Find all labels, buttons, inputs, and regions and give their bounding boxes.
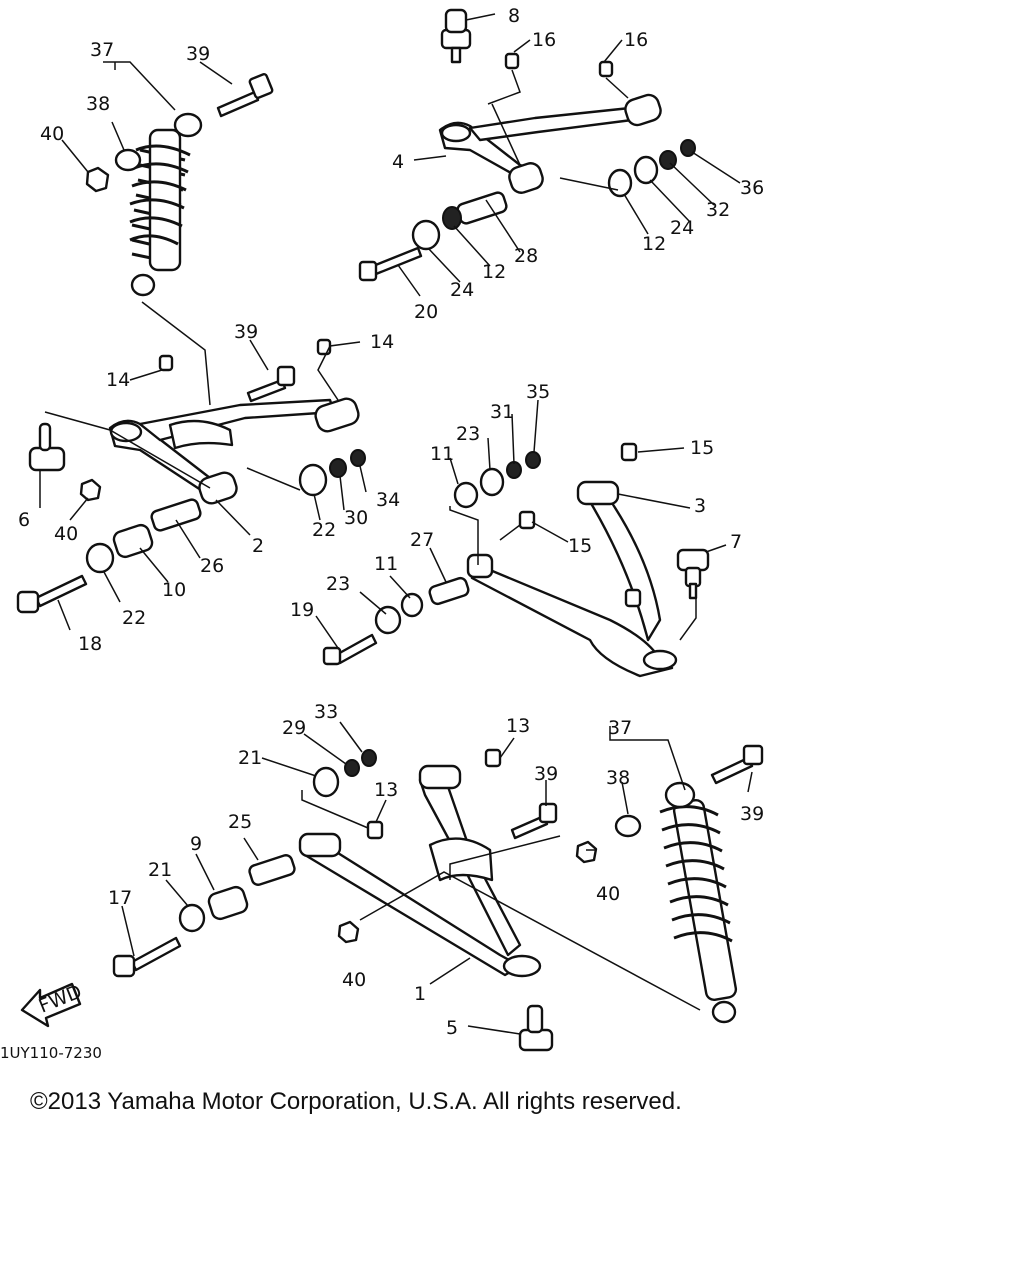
nut-40-upper [85, 166, 110, 193]
callout-35: 35 [526, 381, 550, 403]
ball-joint-8 [440, 8, 472, 64]
callout-13a: 13 [506, 715, 530, 737]
callout-34: 34 [376, 489, 400, 511]
callout-17: 17 [108, 887, 132, 909]
callout-10: 10 [162, 579, 186, 601]
fwd-direction-arrow: FWD [20, 981, 85, 1028]
callout-25: 25 [228, 811, 252, 833]
callout-11a: 11 [430, 443, 454, 465]
callout-23a: 23 [456, 423, 480, 445]
ball-joint-5 [518, 1004, 554, 1052]
callout-9: 9 [190, 833, 202, 855]
bushings-upper-right [358, 139, 696, 282]
callout-14b: 14 [370, 331, 394, 353]
callout-2: 2 [252, 535, 264, 557]
callout-19: 19 [290, 599, 314, 621]
callout-40d: 40 [342, 969, 366, 991]
callout-32: 32 [706, 199, 730, 221]
diagram-code: 1UY110-7230 [0, 1044, 102, 1062]
callout-3: 3 [694, 495, 706, 517]
callout-36: 36 [740, 177, 764, 199]
callout-5: 5 [446, 1017, 458, 1039]
callout-39a: 39 [186, 43, 210, 65]
callout-39d: 39 [740, 803, 764, 825]
lower-arm-2 [108, 397, 360, 505]
callout-15b: 15 [568, 535, 592, 557]
callout-39b: 39 [234, 321, 258, 343]
callout-40a: 40 [40, 123, 64, 145]
lower-arm-1 [298, 764, 542, 978]
callout-21b: 21 [148, 859, 172, 881]
callout-27: 27 [410, 529, 434, 551]
callout-12b: 12 [642, 233, 666, 255]
callout-33: 33 [314, 701, 338, 723]
grease-nipple-16a [504, 52, 520, 70]
callout-8: 8 [508, 5, 520, 27]
copyright-notice: ©2013 Yamaha Motor Corporation, U.S.A. A… [30, 1088, 682, 1115]
callout-6: 6 [18, 509, 30, 531]
front-suspension-exploded-diagram: FWD 8 16 16 37 39 38 40 4 36 32 24 12 28… [0, 5, 764, 1062]
callout-16b: 16 [624, 29, 648, 51]
callout-11b: 11 [374, 553, 398, 575]
callout-12a: 12 [482, 261, 506, 283]
shock-absorber-lower-right [575, 744, 764, 1024]
arm-3 [466, 480, 678, 678]
callout-38a: 38 [86, 93, 110, 115]
callout-numbers: 8 16 16 37 39 38 40 4 36 32 24 12 28 12 … [18, 5, 764, 1039]
callout-40c: 40 [596, 883, 620, 905]
callout-1: 1 [414, 983, 426, 1005]
callout-29: 29 [282, 717, 306, 739]
callout-4: 4 [392, 151, 404, 173]
callout-7: 7 [730, 531, 742, 553]
callout-37a: 37 [90, 39, 114, 61]
lower-arm-1-hardware [112, 748, 558, 978]
callout-22b: 22 [312, 519, 336, 541]
callout-24b: 24 [670, 217, 694, 239]
callout-39c: 39 [534, 763, 558, 785]
callout-16a: 16 [532, 29, 556, 51]
callout-31: 31 [490, 401, 514, 423]
callout-37b: 37 [608, 717, 632, 739]
leader-lines [39, 13, 753, 1035]
middle-right-hardware [322, 442, 638, 666]
callout-20: 20 [414, 301, 438, 323]
callout-15a: 15 [690, 437, 714, 459]
callout-30: 30 [344, 507, 368, 529]
callout-21a: 21 [238, 747, 262, 769]
callout-26: 26 [200, 555, 224, 577]
callout-38b: 38 [606, 767, 630, 789]
left-lower-hardware [16, 338, 366, 614]
ball-joint-7 [676, 548, 710, 600]
shock-absorber-upper-left [129, 112, 203, 297]
callout-40b: 40 [54, 523, 78, 545]
bolt-39-upper [216, 73, 274, 118]
bushing-38-upper [114, 148, 142, 172]
upper-arm-4 [438, 93, 662, 194]
grease-nipple-16b [598, 60, 614, 78]
callout-23b: 23 [326, 573, 350, 595]
callout-22a: 22 [122, 607, 146, 629]
callout-18: 18 [78, 633, 102, 655]
callout-13b: 13 [374, 779, 398, 801]
callout-24a: 24 [450, 279, 474, 301]
callout-28: 28 [514, 245, 538, 267]
ball-joint-6 [28, 422, 66, 472]
callout-14a: 14 [106, 369, 130, 391]
